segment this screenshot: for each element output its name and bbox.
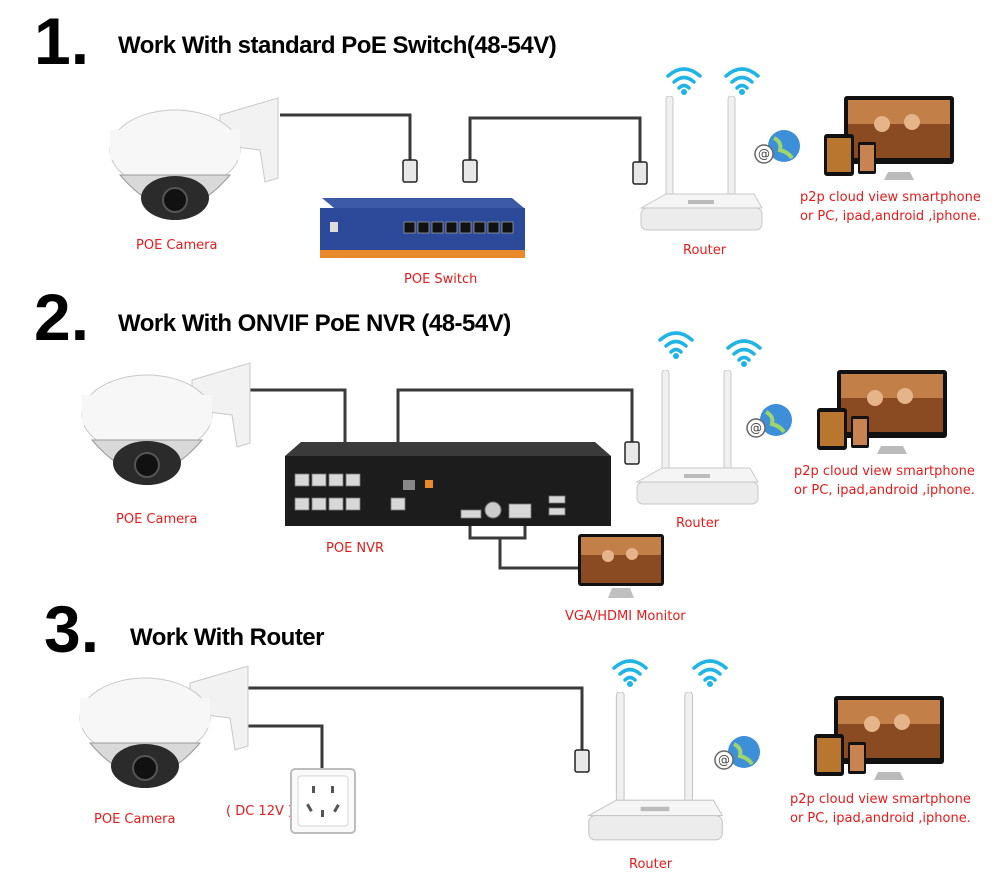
globe-at-icon: @	[714, 736, 760, 770]
router-icon	[635, 370, 759, 505]
globe-at-icon: @	[754, 130, 800, 164]
wifi-icon	[612, 659, 648, 687]
cloud-view-line1: p2p cloud view smartphone	[790, 792, 971, 807]
cloud-view-line2: or PC, ipad,android ,iphone.	[800, 209, 981, 224]
cable-camera-to-switch	[280, 113, 412, 178]
camera-label: POE Camera	[116, 512, 198, 527]
svg-text:@: @	[718, 753, 730, 767]
router-label: Router	[683, 243, 727, 258]
cloud-view-line1: p2p cloud view smartphone	[800, 190, 981, 205]
cloud-view-line2: or PC, ipad,android ,iphone.	[790, 811, 971, 826]
cloud-view-text: p2p cloud view smartphone or PC, ipad,an…	[790, 790, 971, 828]
cable-nvr-to-monitor	[468, 520, 527, 540]
rj45-plug-icon	[574, 749, 590, 773]
section-title: Work With Router	[130, 624, 325, 651]
rj45-plug-icon	[624, 441, 640, 465]
rj45-plug-icon	[462, 159, 478, 183]
cable-nvr-to-router	[396, 388, 634, 480]
section-number: 1.	[34, 4, 90, 78]
multi-device-icon	[824, 96, 954, 180]
section-number: 3.	[44, 592, 100, 666]
router-icon	[639, 96, 763, 231]
multi-device-icon	[817, 370, 947, 454]
cloud-view-line2: or PC, ipad,android ,iphone.	[794, 483, 975, 498]
router-label: Router	[676, 516, 720, 531]
wifi-icon	[666, 67, 702, 95]
wifi-icon	[726, 339, 762, 367]
multi-device-icon	[814, 696, 944, 780]
cable-camera-to-nvr	[248, 388, 347, 452]
power-label: ( DC 12V )	[226, 804, 294, 819]
wifi-icon	[724, 67, 760, 95]
nvr-icon	[285, 442, 611, 526]
section-title: Work With ONVIF PoE NVR (48-54V)	[118, 310, 511, 337]
section-title: Work With standard PoE Switch(48-54V)	[118, 32, 557, 59]
rj45-plug-icon	[632, 161, 648, 185]
wifi-icon	[692, 659, 728, 687]
cloud-view-text: p2p cloud view smartphone or PC, ipad,an…	[800, 188, 981, 226]
camera-label: POE Camera	[136, 238, 218, 253]
camera-label: POE Camera	[94, 812, 176, 827]
cable-camera-to-router	[246, 686, 584, 760]
cable-switch-to-router	[468, 116, 642, 178]
monitor-label: VGA/HDMI Monitor	[565, 609, 686, 624]
wifi-icon	[658, 331, 694, 359]
cable-monitor-feed	[498, 538, 578, 570]
dome-camera-icon	[109, 97, 279, 220]
svg-text:@: @	[750, 421, 762, 435]
svg-text:@: @	[758, 147, 770, 161]
switch-label: POE Switch	[404, 272, 478, 287]
router-icon	[586, 692, 724, 841]
nvr-label: POE NVR	[326, 541, 385, 556]
cloud-view-line1: p2p cloud view smartphone	[794, 464, 975, 479]
globe-at-icon: @	[746, 404, 792, 438]
poe-switch-icon	[320, 198, 525, 258]
cable-camera-to-power	[248, 724, 324, 770]
monitor-icon	[578, 534, 664, 598]
router-label: Router	[629, 857, 673, 872]
dome-camera-icon	[81, 362, 251, 485]
rj45-plug-icon	[402, 159, 418, 183]
section-number: 2.	[34, 280, 90, 354]
cloud-view-text: p2p cloud view smartphone or PC, ipad,an…	[794, 462, 975, 500]
wall-socket-icon	[290, 768, 356, 834]
dome-camera-icon	[79, 665, 249, 788]
